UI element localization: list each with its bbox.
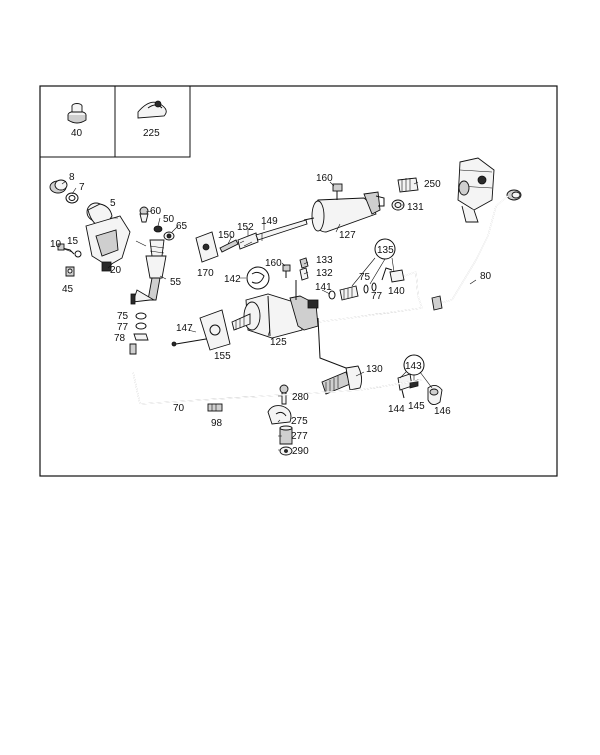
part-147-pin xyxy=(171,337,213,347)
part-5-housing xyxy=(86,202,113,229)
part-142-ring xyxy=(246,266,270,290)
callout-45: 45 xyxy=(62,284,74,295)
callout-75b: 75 xyxy=(117,311,129,322)
callout-132: 132 xyxy=(316,268,333,279)
part-80-pipe-fitting xyxy=(506,189,522,201)
callout-275: 275 xyxy=(291,416,308,427)
part-70-pipe xyxy=(129,343,423,405)
callout-70: 70 xyxy=(173,403,185,414)
part-10-bolt xyxy=(57,243,75,255)
callout-80: 80 xyxy=(480,271,492,282)
part-290-washer xyxy=(279,446,293,456)
callout-10: 10 xyxy=(50,239,62,250)
part-valve-assembly xyxy=(457,157,495,223)
callout-125: 125 xyxy=(270,337,287,348)
callout-127: 127 xyxy=(339,230,356,241)
callout-131: 131 xyxy=(407,202,424,213)
leader-lines-left xyxy=(61,180,179,280)
callout-250: 250 xyxy=(424,179,441,190)
callout-130: 130 xyxy=(366,364,383,375)
callout-147: 147 xyxy=(176,323,193,334)
part-40-grommet xyxy=(67,103,87,124)
callout-55: 55 xyxy=(170,277,182,288)
callout-152: 152 xyxy=(237,222,254,233)
callout-77b: 77 xyxy=(117,322,129,333)
callout-160b: 160 xyxy=(265,258,282,269)
callout-290: 290 xyxy=(292,446,309,457)
callout-40: 40 xyxy=(71,128,83,139)
callout-60: 60 xyxy=(150,206,162,217)
callout-20: 20 xyxy=(110,265,122,276)
callout-146: 146 xyxy=(434,406,451,417)
callout-98: 98 xyxy=(211,418,223,429)
part-hose-vertical xyxy=(317,317,347,369)
part-60-screw xyxy=(139,206,149,223)
part-55-master-cylinder xyxy=(130,239,167,305)
part-277-sleeve xyxy=(279,425,293,445)
part-80-pipe xyxy=(431,195,509,311)
part-135-fitting xyxy=(339,282,377,301)
callout-7: 7 xyxy=(79,182,85,193)
callout-225: 225 xyxy=(143,128,160,139)
callout-155: 155 xyxy=(214,351,231,362)
callout-77a: 77 xyxy=(371,291,383,302)
callout-135: 135 xyxy=(377,245,394,256)
leader-lines-top xyxy=(227,181,419,245)
callout-8: 8 xyxy=(69,172,75,183)
leader-lines-middle xyxy=(187,261,477,451)
part-152-sleeve xyxy=(237,232,259,250)
part-50-bolt xyxy=(153,225,163,233)
callout-160a: 160 xyxy=(316,173,333,184)
callout-149: 149 xyxy=(261,216,278,227)
part-133-bleeder xyxy=(299,257,309,269)
part-150-spring xyxy=(219,239,239,253)
callout-140: 140 xyxy=(388,286,405,297)
part-125-slave-cylinder xyxy=(231,280,319,339)
part-141-nut xyxy=(328,290,336,300)
part-250-fitting xyxy=(397,177,419,193)
part-170-plate xyxy=(195,231,219,263)
callout-5: 5 xyxy=(110,198,116,209)
part-65-nut xyxy=(163,231,175,241)
part-149-rod xyxy=(255,219,308,241)
diagram-frame xyxy=(39,85,558,477)
part-pipe-upper xyxy=(317,271,423,323)
callout-144: 144 xyxy=(388,404,405,415)
part-98-clip xyxy=(207,403,223,412)
callout-65: 65 xyxy=(176,221,188,232)
callout-277: 277 xyxy=(291,431,308,442)
part-225-clamp xyxy=(137,100,167,119)
inset-box-225 xyxy=(114,85,191,158)
part-140-union xyxy=(381,267,405,283)
part-275-clamp xyxy=(267,405,292,425)
callout-15: 15 xyxy=(67,236,79,247)
leader-135 xyxy=(351,257,395,287)
part-7-seal xyxy=(65,192,79,204)
callout-75a: 75 xyxy=(359,272,371,283)
part-20-bracket xyxy=(85,215,131,272)
part-127-actuator xyxy=(303,191,385,233)
callout-145: 145 xyxy=(408,401,425,412)
callout-141: 141 xyxy=(315,282,332,293)
callout-280: 280 xyxy=(292,392,309,403)
part-280-screw xyxy=(279,384,289,405)
part-130-hose xyxy=(321,365,363,395)
part-146-elbow xyxy=(427,385,443,405)
callout-170: 170 xyxy=(197,268,214,279)
callout-133: 133 xyxy=(316,255,333,266)
leader-143 xyxy=(399,371,433,389)
part-160b-bolt xyxy=(282,264,291,278)
part-75-77-78-seals xyxy=(133,312,149,341)
part-155-gasket xyxy=(199,309,231,351)
part-160a-bolt xyxy=(332,183,343,200)
callout-142: 142 xyxy=(224,274,241,285)
callout-78: 78 xyxy=(114,333,126,344)
callout-150: 150 xyxy=(218,230,235,241)
callout-50: 50 xyxy=(163,214,175,225)
callout-143: 143 xyxy=(405,361,422,372)
part-45-nut xyxy=(65,266,75,277)
part-15-washer xyxy=(74,250,82,258)
